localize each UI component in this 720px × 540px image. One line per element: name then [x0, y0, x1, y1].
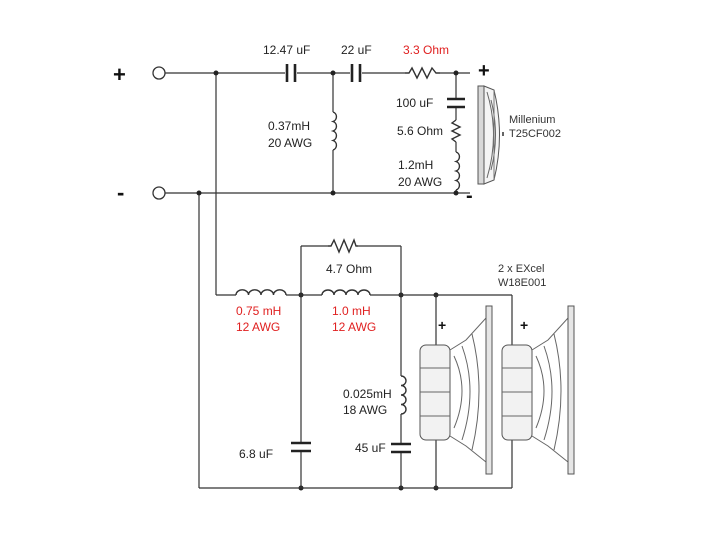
- c-shunt-label: 6.8 uF: [239, 447, 273, 461]
- l2-gauge-label: 12 AWG: [332, 320, 376, 334]
- woofer-2-image: [501, 305, 575, 475]
- c1-label: 12.47 uF: [263, 43, 310, 57]
- input-minus-terminal: [152, 186, 166, 200]
- tweeter-driver-image: [477, 85, 504, 185]
- l1-value-label: 0.75 mH: [236, 304, 281, 318]
- inductor-1-0mh: [321, 289, 371, 296]
- tweeter-plus-sign: +: [478, 60, 490, 82]
- input-terminals: [152, 66, 166, 200]
- input-plus-terminal: [152, 66, 166, 80]
- tweeter-model-label: T25CF002: [509, 128, 561, 140]
- junction-dots: [196, 70, 459, 491]
- woofer-1-plus-sign: +: [438, 317, 446, 333]
- woofer-model-label: W18E001: [498, 277, 546, 289]
- w-notch-ind-value-label: 0.025mH: [343, 387, 392, 401]
- inductor-1-2mh: [453, 151, 461, 191]
- tweeter-brand-label: Millenium: [509, 114, 555, 126]
- woofer-1-image: [419, 305, 493, 475]
- inductor-0-37mh: [330, 111, 338, 151]
- inductor-0-025mh: [400, 375, 407, 415]
- r-bypass-label: 4.7 Ohm: [326, 262, 372, 276]
- notch-res-label: 5.6 Ohm: [397, 124, 443, 138]
- capacitor-c2: [350, 64, 362, 82]
- notch-ind-value-label: 1.2mH: [398, 158, 433, 172]
- w-notch-ind-gauge-label: 18 AWG: [343, 403, 387, 417]
- woofer-2-plus-sign: +: [520, 317, 528, 333]
- capacitor-45uf: [391, 442, 411, 454]
- input-minus-sign: -: [117, 180, 124, 205]
- l-shunt-gauge-label: 20 AWG: [268, 136, 312, 150]
- notch-cap-label: 100 uF: [396, 96, 433, 110]
- capacitor-6-8uf: [291, 441, 311, 453]
- tweeter-minus-sign: -: [466, 185, 473, 207]
- resistor-3-3-ohm: [405, 66, 440, 80]
- resistor-5-6-ohm: [450, 119, 462, 143]
- l-shunt-value-label: 0.37mH: [268, 119, 310, 133]
- notch-ind-gauge-label: 20 AWG: [398, 175, 442, 189]
- w-notch-cap-label: 45 uF: [355, 441, 386, 455]
- capacitor-100uf: [447, 97, 465, 109]
- r-series-label: 3.3 Ohm: [403, 43, 449, 57]
- inductor-0-75mh: [235, 289, 287, 296]
- capacitor-c1: [285, 64, 297, 82]
- c2-label: 22 uF: [341, 43, 372, 57]
- input-plus-sign: +: [113, 62, 126, 87]
- l1-gauge-label: 12 AWG: [236, 320, 280, 334]
- resistor-4-7-ohm: [328, 238, 358, 254]
- tweeter-wiring: [165, 72, 470, 488]
- woofer-qty-label: 2 x EXcel: [498, 263, 544, 275]
- l2-value-label: 1.0 mH: [332, 304, 371, 318]
